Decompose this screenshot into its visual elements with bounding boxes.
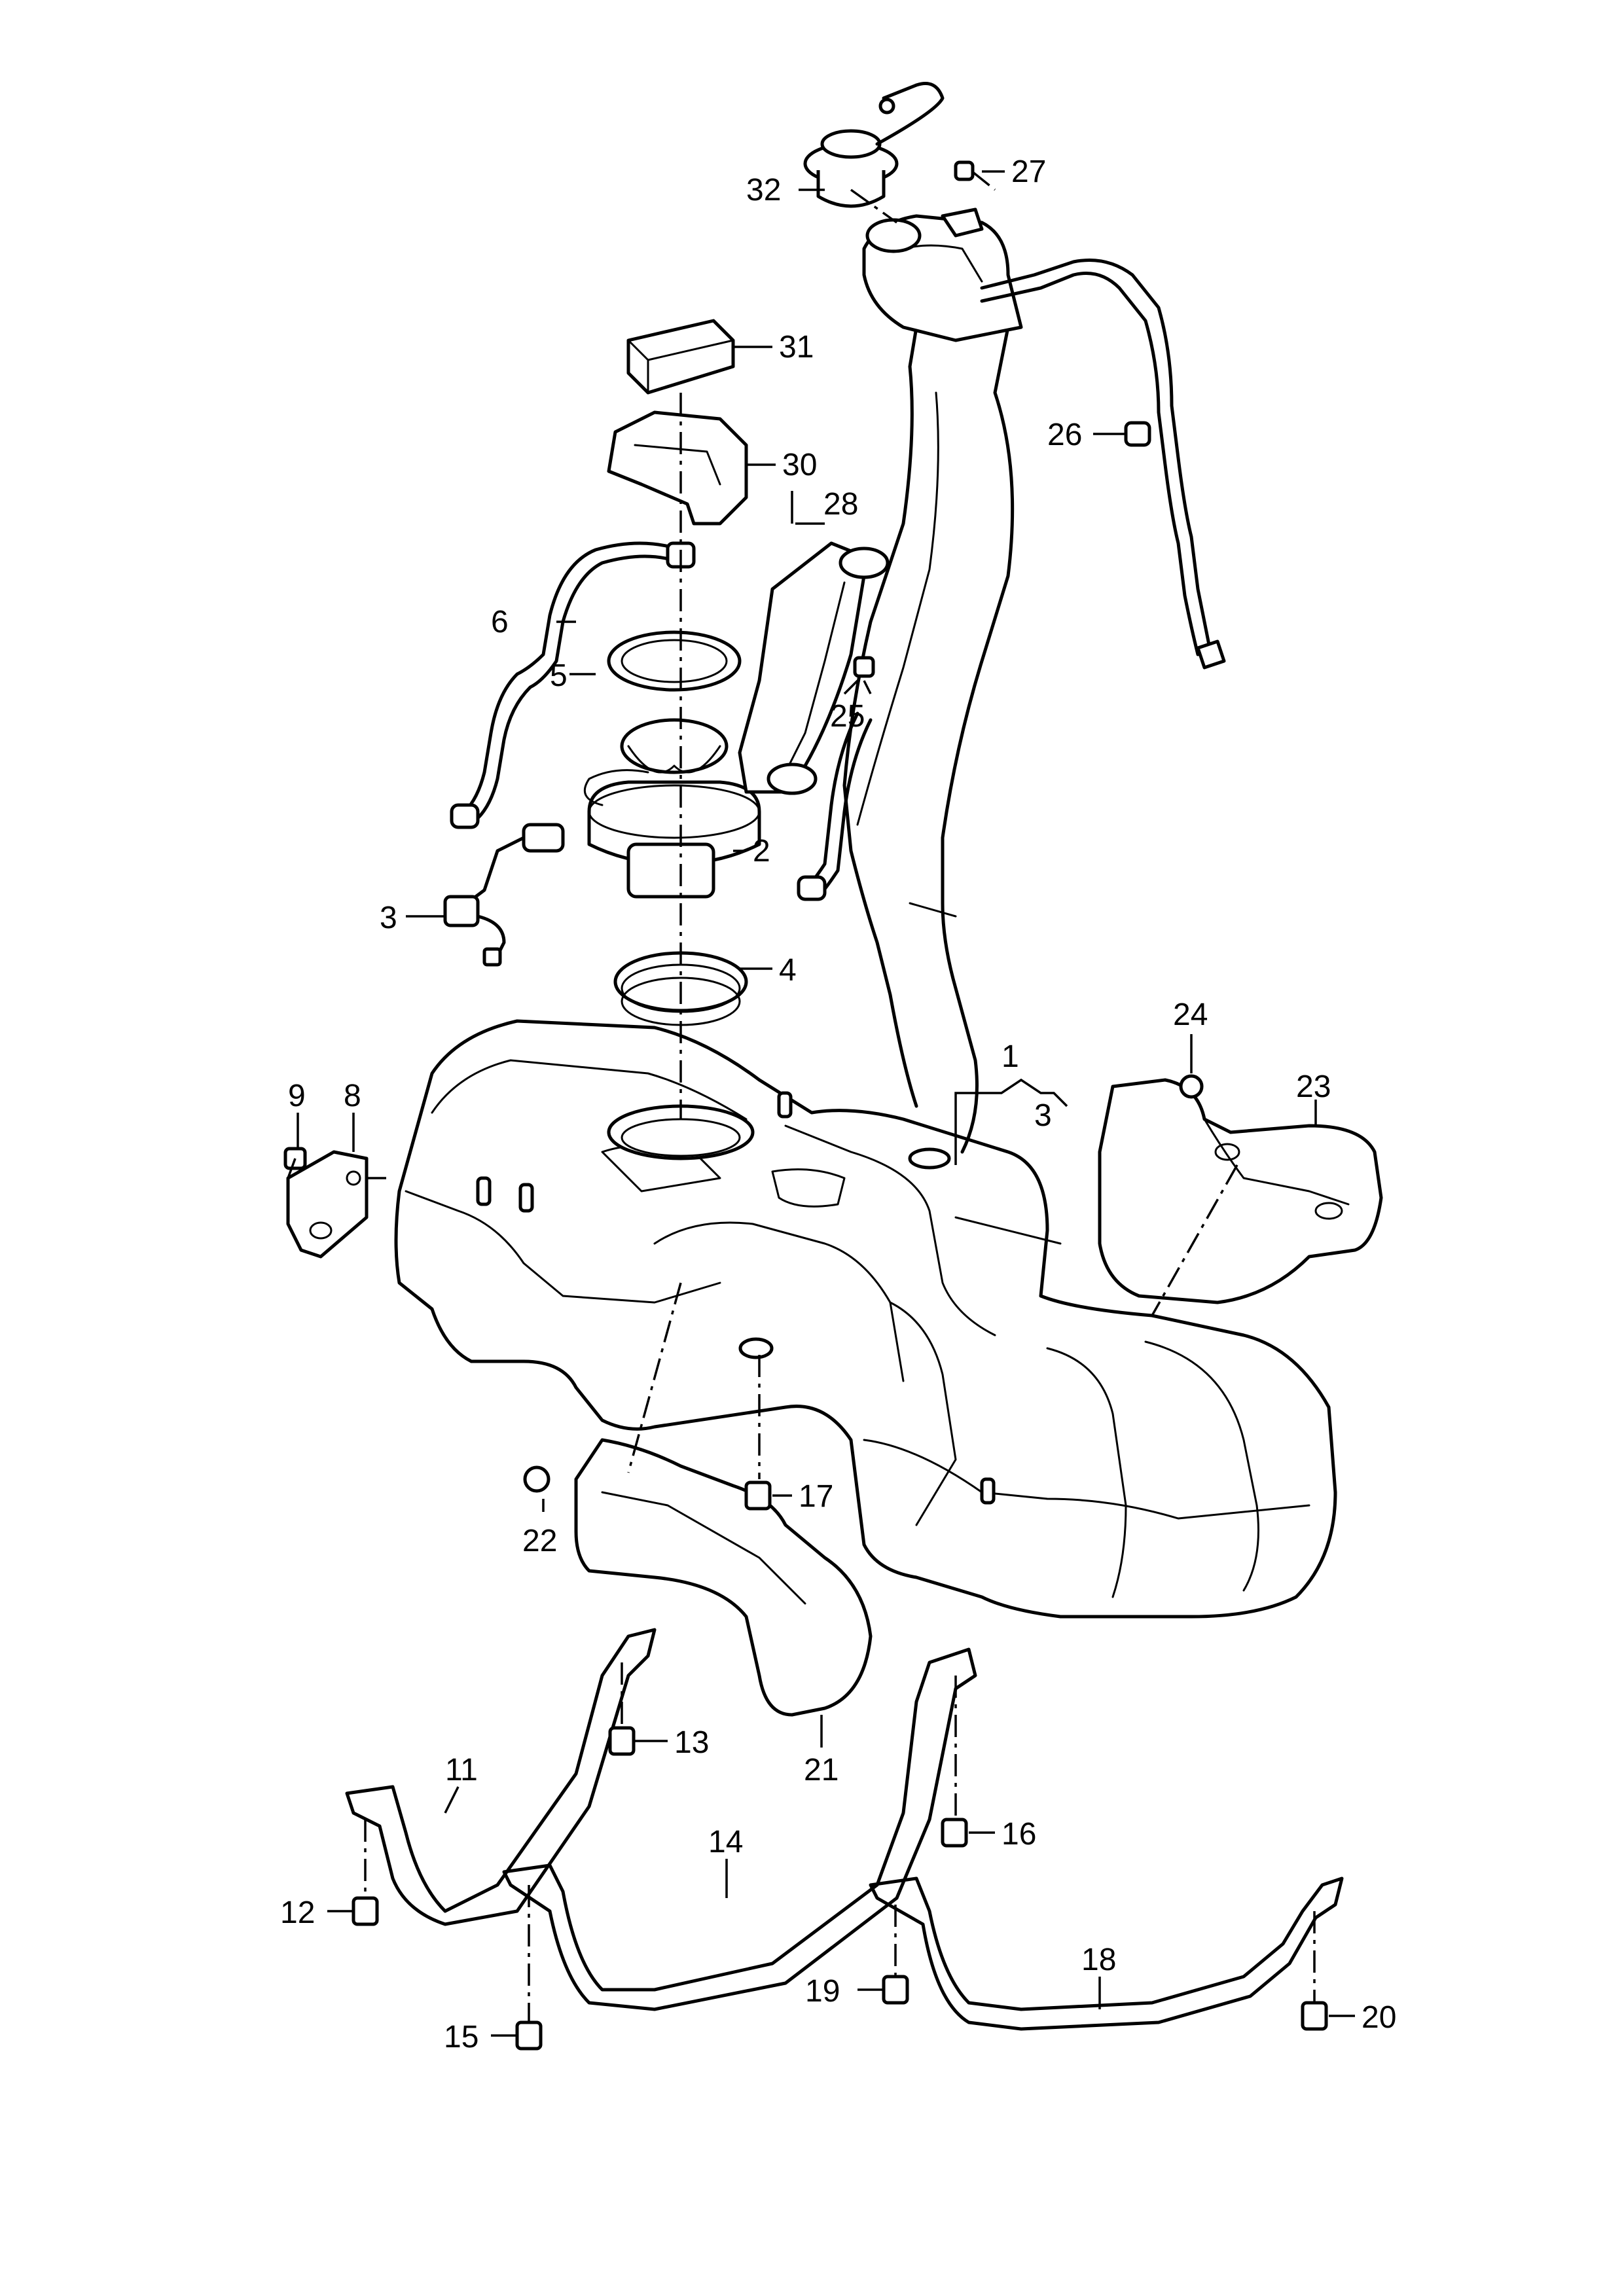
clip-small bbox=[853, 656, 875, 678]
callout-1: 1 bbox=[1001, 1039, 1019, 1074]
callout-6: 6 bbox=[491, 605, 509, 639]
clip bbox=[1179, 1074, 1204, 1099]
callout-28: 28 bbox=[823, 487, 858, 522]
line-clip bbox=[1124, 421, 1151, 447]
callout-3-tank: 3 bbox=[1034, 1098, 1052, 1133]
sensor-with-wiring bbox=[443, 823, 565, 967]
callout-19: 19 bbox=[805, 1974, 840, 2009]
callout-15: 15 bbox=[444, 2020, 478, 2054]
fuel-pump-module bbox=[583, 718, 761, 899]
callout-12: 12 bbox=[280, 1895, 315, 1930]
control-unit-bracket bbox=[607, 410, 748, 526]
bolt bbox=[352, 1480, 1328, 2051]
assembly-axis-lines bbox=[287, 170, 1316, 2022]
callout-24: 24 bbox=[1173, 997, 1208, 1032]
tank-strap-right bbox=[869, 1876, 1344, 2031]
callout-31: 31 bbox=[779, 330, 814, 365]
bracket bbox=[286, 1150, 369, 1259]
callout-17: 17 bbox=[799, 1479, 833, 1514]
filler-neck-assembly bbox=[797, 207, 1226, 1154]
callout-30: 30 bbox=[782, 448, 817, 482]
callout-5: 5 bbox=[550, 658, 568, 693]
screw bbox=[954, 160, 975, 181]
fuel-tank bbox=[394, 1019, 1337, 1717]
callout-20: 20 bbox=[1362, 2000, 1396, 2035]
fuel-line bbox=[450, 541, 696, 829]
callout-21: 21 bbox=[804, 1753, 839, 1787]
leader-lines bbox=[297, 170, 1355, 2037]
retaining-washer bbox=[523, 1465, 550, 1493]
callout-13: 13 bbox=[674, 1725, 709, 1760]
heat-shield-right bbox=[1098, 1078, 1383, 1304]
callout-2: 2 bbox=[753, 834, 770, 869]
callout-labels: 1 2 3 3 4 5 6 8 9 11 12 13 14 15 16 17 1… bbox=[280, 154, 1396, 2054]
callout-18: 18 bbox=[1081, 1943, 1116, 1977]
pump-seal-ring bbox=[607, 630, 742, 692]
callout-3-sensor: 3 bbox=[380, 901, 397, 935]
callout-8: 8 bbox=[344, 1079, 361, 1113]
callout-25: 25 bbox=[830, 699, 865, 734]
callout-32: 32 bbox=[746, 173, 781, 207]
callout-4: 4 bbox=[779, 953, 797, 988]
callout-22: 22 bbox=[522, 1524, 557, 1558]
filler-cap bbox=[803, 82, 945, 208]
callout-14: 14 bbox=[708, 1825, 743, 1859]
callout-27: 27 bbox=[1011, 154, 1046, 189]
callout-16: 16 bbox=[1001, 1817, 1036, 1852]
callout-11: 11 bbox=[445, 1753, 478, 1787]
callout-26: 26 bbox=[1047, 418, 1082, 452]
tank-strap-middle bbox=[502, 1647, 977, 2011]
tank-strap-left bbox=[345, 1628, 657, 1926]
callout-23: 23 bbox=[1296, 1069, 1331, 1104]
protective-guard bbox=[738, 541, 890, 795]
control-unit bbox=[626, 319, 735, 395]
callout-9: 9 bbox=[288, 1079, 306, 1113]
